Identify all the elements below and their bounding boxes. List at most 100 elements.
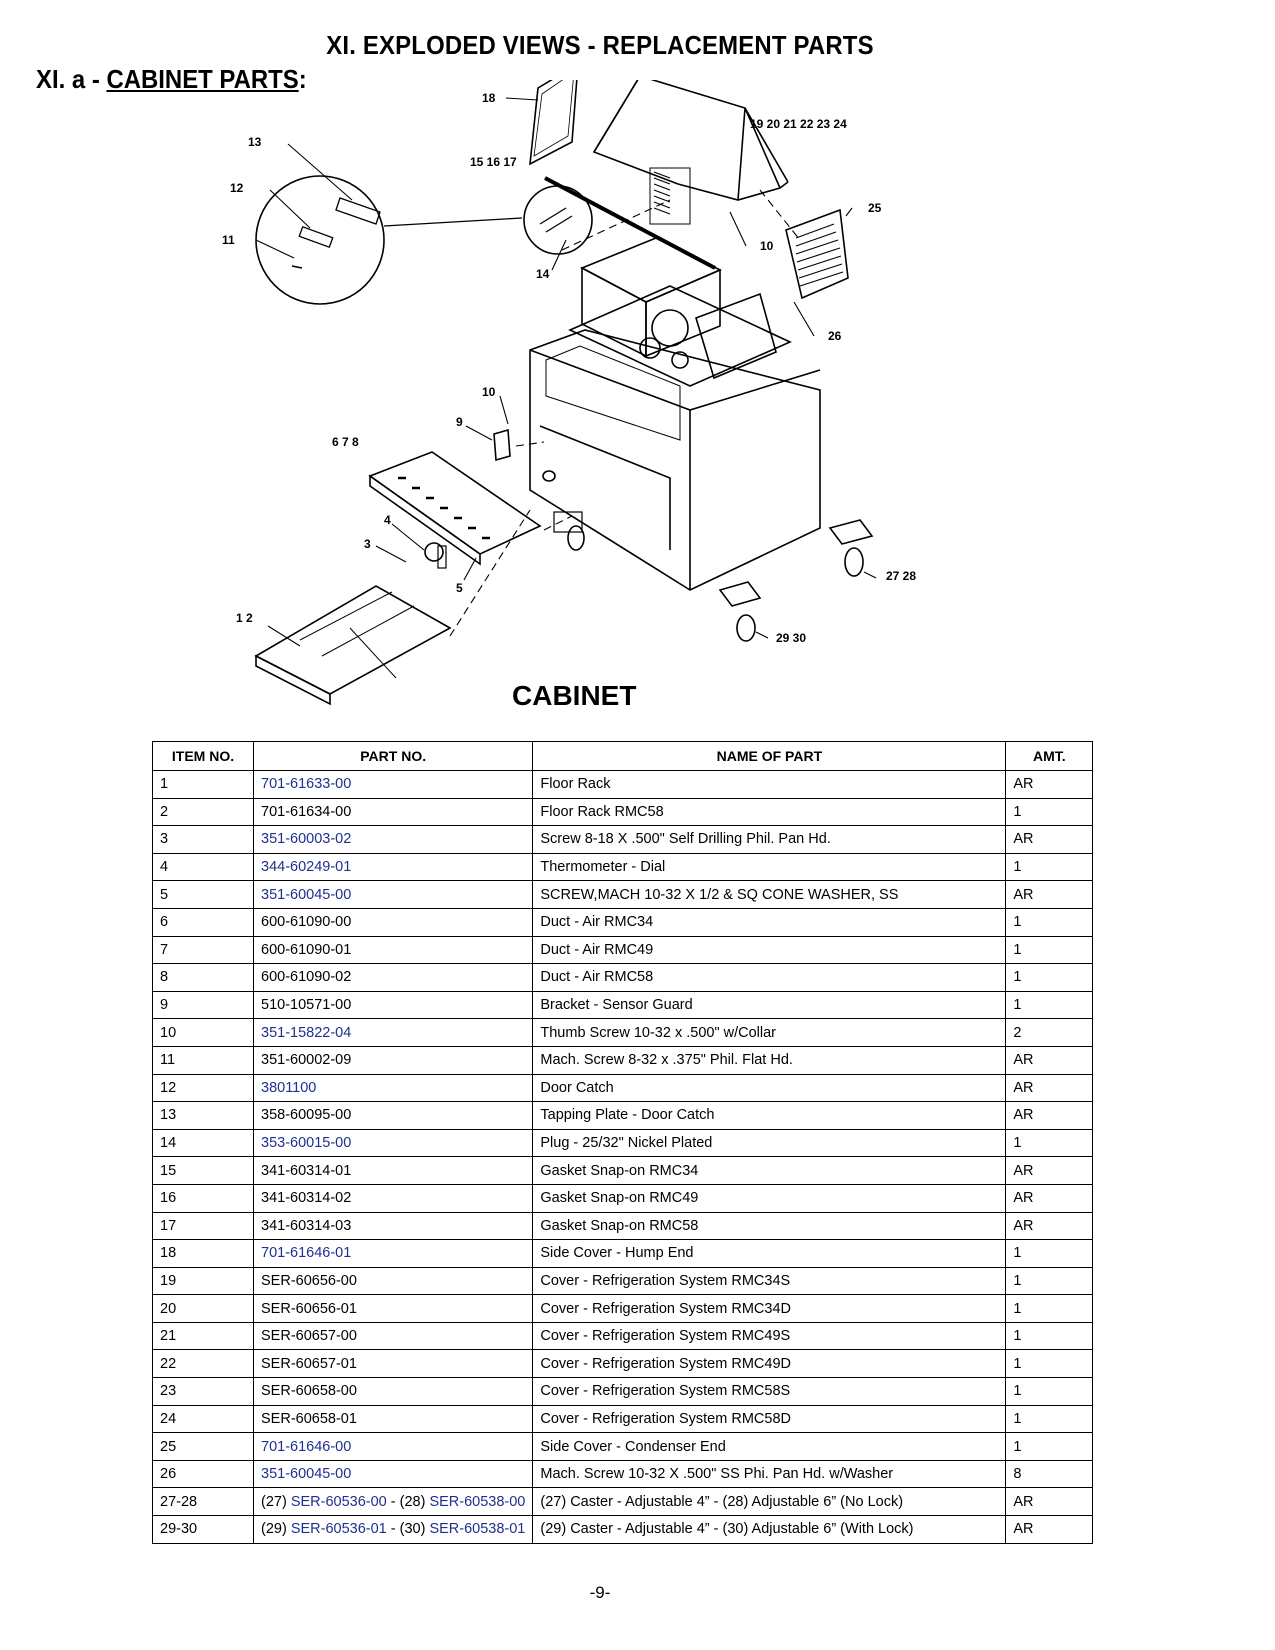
part-number: SER-60656-01 <box>261 1300 357 1317</box>
part-number-cell: 358-60095-00 <box>252 1101 534 1130</box>
callout-4: 4 <box>384 513 391 527</box>
part-name-cell: Cover - Refrigeration System RMC34D <box>532 1294 1007 1323</box>
item-number-cell: 13 <box>152 1101 254 1130</box>
item-number-cell: 9 <box>152 990 254 1020</box>
item-number-cell: 12 <box>152 1073 254 1103</box>
part-number-link[interactable]: 701-61633-00 <box>261 776 352 793</box>
part-name-cell: Bracket - Sensor Guard <box>532 990 1007 1020</box>
part-name-cell: Thermometer - Dial <box>532 852 1007 882</box>
part-number-link[interactable]: SER-60536-01 <box>290 1521 387 1538</box>
part-number-link[interactable]: 351-15822-04 <box>261 1024 352 1041</box>
item-number-cell: 29-30 <box>152 1515 254 1544</box>
part-number-prefix: (27) <box>261 1493 291 1510</box>
amount-cell: AR <box>1005 880 1094 909</box>
section-name: CABINET PARTS <box>106 64 299 94</box>
part-number: SER-60658-00 <box>261 1383 357 1400</box>
part-number-link[interactable]: SER-60538-01 <box>429 1521 526 1538</box>
part-number: 701-61634-00 <box>261 803 352 820</box>
part-number-cell: 510-10571-00 <box>252 990 534 1020</box>
part-number-cell: 341-60314-03 <box>252 1211 534 1241</box>
callout-18: 18 <box>482 91 496 105</box>
column-header: NAME OF PART <box>532 741 1007 771</box>
part-number-cell: 701-61634-00 <box>252 797 534 827</box>
item-number-cell: 22 <box>152 1349 254 1379</box>
part-name-cell: Gasket Snap-on RMC49 <box>532 1183 1007 1213</box>
amount-cell: AR <box>1005 825 1094 854</box>
part-number-link[interactable]: 701-61646-00 <box>261 1438 352 1455</box>
column-header: AMT. <box>1005 741 1094 771</box>
diagram-label: CABINET <box>512 680 637 711</box>
part-number-cell: 351-60002-09 <box>252 1045 534 1075</box>
part-number: 510-10571-00 <box>261 997 352 1014</box>
section-heading: XI. a - CABINET PARTS: <box>36 64 307 95</box>
part-number: 358-60095-00 <box>261 1107 352 1124</box>
thermometer-dial <box>424 542 447 569</box>
part-name-cell: SCREW,MACH 10-32 X 1/2 & SQ CONE WASHER,… <box>532 880 1007 909</box>
amount-cell: AR <box>1005 1101 1094 1130</box>
refrigeration-unit <box>568 237 792 387</box>
column-header: PART NO. <box>252 741 534 771</box>
part-name-cell: Gasket Snap-on RMC34 <box>532 1156 1007 1185</box>
part-number-link[interactable]: 701-61646-01 <box>261 1245 352 1262</box>
item-number-cell: 23 <box>152 1377 254 1406</box>
part-number-link[interactable]: 351-60045-00 <box>261 1466 352 1483</box>
part-number: SER-60657-01 <box>261 1355 357 1372</box>
part-name-cell: Screw 8-18 X .500" Self Drilling Phil. P… <box>532 825 1007 854</box>
part-number-link[interactable]: 344-60249-01 <box>261 859 352 876</box>
page-number: -9- <box>589 1583 611 1602</box>
item-number-cell: 26 <box>152 1459 254 1489</box>
air-duct <box>368 451 542 566</box>
amount-cell: 1 <box>1005 1404 1094 1434</box>
part-number-cell: 344-60249-01 <box>252 852 534 882</box>
callout-1-2: 1 2 <box>236 611 253 625</box>
amount-cell: 1 <box>1005 1432 1094 1461</box>
amount-cell: 1 <box>1005 935 1094 965</box>
item-number-cell: 25 <box>152 1432 254 1461</box>
item-number-cell: 10 <box>152 1018 254 1047</box>
part-number-link[interactable]: 351-60003-02 <box>261 831 352 848</box>
table-row: 29-30(29) SER-60536-01 - (30) SER-60538-… <box>152 1515 1094 1544</box>
part-number-cell: SER-60657-00 <box>252 1321 534 1351</box>
callout-19-24: 19 20 21 22 23 24 <box>750 117 847 131</box>
item-number-cell: 21 <box>152 1321 254 1351</box>
item-number-cell: 5 <box>152 880 254 909</box>
amount-cell: 1 <box>1005 1349 1094 1379</box>
callout-9: 9 <box>456 415 463 429</box>
part-number-cell: 341-60314-01 <box>252 1156 534 1185</box>
part-number-link[interactable]: SER-60538-00 <box>429 1493 526 1510</box>
part-number-prefix: - (30) <box>386 1521 430 1538</box>
amount-cell: AR <box>1005 1045 1094 1075</box>
amount-cell: 2 <box>1005 1018 1094 1047</box>
item-number-cell: 6 <box>152 907 254 937</box>
floor-rack <box>254 585 452 706</box>
item-number-cell: 27-28 <box>152 1487 254 1517</box>
amount-cell: 1 <box>1005 1128 1094 1158</box>
part-number-cell: 600-61090-01 <box>252 935 534 965</box>
callout-15-17: 15 16 17 <box>470 155 517 169</box>
part-number: SER-60657-00 <box>261 1328 357 1345</box>
part-number-link[interactable]: 3801100 <box>261 1079 317 1096</box>
part-name-cell: Side Cover - Condenser End <box>532 1432 1007 1461</box>
amount-cell: AR <box>1005 1211 1094 1241</box>
amount-cell: AR <box>1005 1156 1094 1185</box>
part-name-cell: Duct - Air RMC58 <box>532 963 1007 992</box>
side-cover-hump-end <box>529 80 578 166</box>
plug-detail-circle <box>523 185 593 255</box>
part-number-cell: 351-60003-02 <box>252 825 534 854</box>
amount-cell: 1 <box>1005 990 1094 1020</box>
part-number: 341-60314-03 <box>261 1217 352 1234</box>
amount-cell: AR <box>1005 770 1094 799</box>
part-name-cell: Tapping Plate - Door Catch <box>532 1101 1007 1130</box>
part-number-link[interactable]: 353-60015-00 <box>261 1135 352 1152</box>
amount-cell: 8 <box>1005 1459 1094 1489</box>
item-number-cell: 17 <box>152 1211 254 1241</box>
part-number-link[interactable]: 351-60045-00 <box>261 886 352 903</box>
part-number-link[interactable]: SER-60536-00 <box>290 1493 387 1510</box>
item-number-cell: 2 <box>152 797 254 827</box>
